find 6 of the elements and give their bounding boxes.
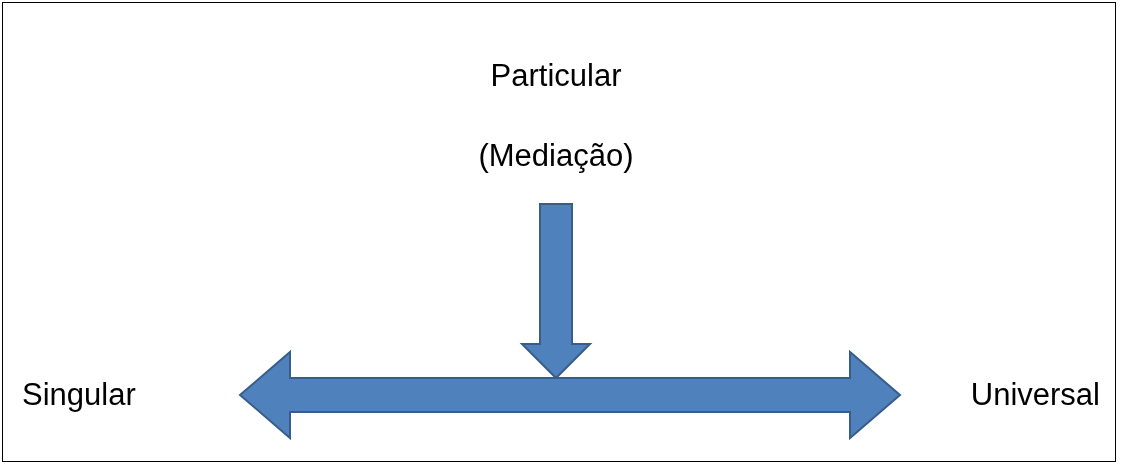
block-arrow <box>238 349 902 441</box>
block-arrow <box>519 203 593 380</box>
node-label: Singular <box>22 376 136 414</box>
node-label: Particular <box>490 57 622 95</box>
node-label: Universal <box>970 376 1100 414</box>
node-label: (Mediação) <box>478 137 634 175</box>
